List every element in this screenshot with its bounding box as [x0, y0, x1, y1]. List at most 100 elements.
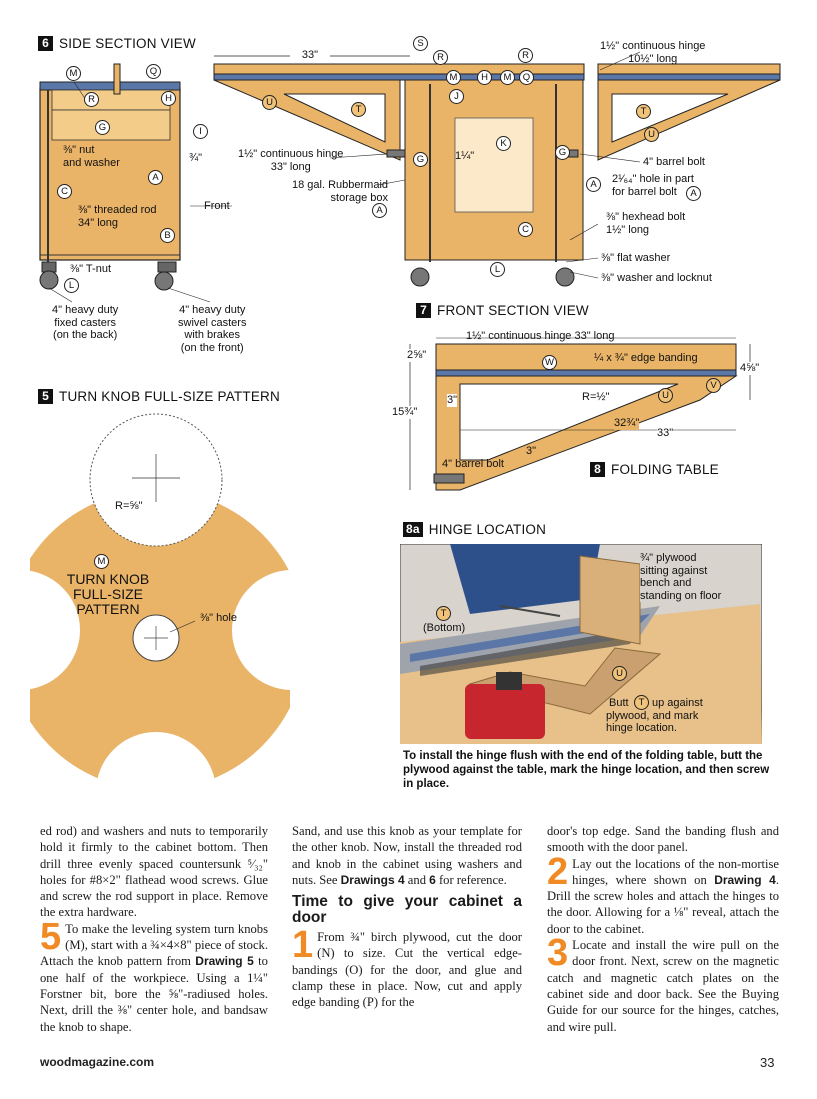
label-hole: ⅜" hole: [200, 612, 237, 624]
callout-G3: G: [555, 145, 570, 160]
callout-L2: L: [490, 262, 505, 277]
figure-number: 7: [416, 303, 431, 318]
awl: [499, 605, 561, 617]
dim-32-3-4: 32¾": [614, 417, 640, 430]
figure-5-title: 5 TURN KNOB FULL-SIZE PATTERN: [38, 389, 280, 404]
figure-8a-title: 8a HINGE LOCATION: [403, 522, 546, 537]
swivel-caster: [154, 271, 174, 291]
label-hexhead-bolt: ⅜" hexhead bolt 1½" long: [606, 211, 686, 236]
label-3-4: ¾": [189, 152, 203, 164]
callout-A3: A: [586, 177, 601, 192]
figure-title-text: SIDE SECTION VIEW: [59, 36, 196, 51]
figure-7-title: 7 FRONT SECTION VIEW: [416, 303, 589, 318]
label-hole-barrel-bolt: 2¹⁄₆₄" hole in part for barrel bolt: [612, 173, 694, 198]
drawing-ref: Drawing 4: [714, 872, 776, 887]
callout-T3: T: [436, 606, 451, 621]
label-butt: Butt: [609, 697, 629, 709]
step-number: 1: [292, 924, 314, 967]
callout-C2: C: [518, 222, 533, 237]
page-number: 33: [760, 1055, 775, 1070]
callout-T: T: [351, 102, 366, 117]
dim-3-b: 3": [526, 445, 537, 457]
callout-S: S: [413, 36, 428, 51]
label-radius-knob: R=⅝": [115, 500, 143, 513]
figure-title-text: HINGE LOCATION: [428, 522, 547, 537]
figure-title-text: FRONT SECTION VIEW: [437, 303, 589, 318]
text-column-1: ed rod) and washers and nuts to temporar…: [40, 823, 268, 1035]
callout-I: I: [193, 124, 208, 139]
callout-V: V: [706, 378, 721, 393]
step-number: 2: [547, 850, 569, 893]
figure-number: 5: [38, 389, 53, 404]
drawing-ref: Drawing 5: [195, 954, 254, 969]
callout-T2: T: [636, 104, 651, 119]
paragraph: ed rod) and washers and nuts to temporar…: [40, 824, 268, 920]
pattern-text: TURN KNOB FULL-SIZE PATTERN: [66, 571, 150, 617]
label-bottom: (Bottom): [423, 622, 466, 634]
callout-R2: R: [433, 50, 448, 65]
callout-C: C: [57, 184, 72, 199]
label-radius: R=½": [582, 391, 610, 403]
figure-title-text: TURN KNOB FULL-SIZE PATTERN: [59, 389, 280, 404]
hinge-caption: To install the hinge flush with the end …: [403, 750, 770, 790]
label-nut-washer: ⅜" nut and washer: [63, 144, 120, 169]
dim-15-3-4: 15¾": [392, 406, 418, 419]
figure-number: 8a: [403, 522, 423, 537]
label-barrel-bolt-front: 4" barrel bolt: [442, 458, 504, 470]
side-section-drawing: [39, 51, 781, 303]
label-flat-washer: ⅜" flat washer: [601, 252, 671, 264]
callout-A: A: [148, 170, 163, 185]
label-1-1-4: 1¼": [455, 150, 475, 162]
label-hinge-33-front: 1½" continuous hinge 33" long: [466, 330, 615, 342]
label-threaded-rod: ⅜" threaded rod 34" long: [78, 204, 157, 229]
callout-Q: Q: [146, 64, 161, 79]
label-storage-box: 18 gal. Rubbermaid storage box: [292, 179, 389, 204]
callout-R3: R: [518, 48, 533, 63]
label-butt-note: up against plywood, and mark hinge locat…: [606, 697, 703, 734]
paragraph: Sand, and use this knob as your template…: [292, 824, 522, 887]
label-front: Front: [204, 200, 230, 212]
footer-site: woodmagazine.com: [40, 1055, 155, 1069]
cabinet-top-blue: [39, 81, 181, 91]
callout-U2: U: [644, 127, 659, 142]
label-hinge-10-1-2: 1½" continuous hinge 10½" long: [600, 40, 706, 65]
label-fixed-casters: 4" heavy duty fixed casters (on the back…: [52, 304, 119, 341]
figure-title-text: FOLDING TABLE: [611, 462, 719, 477]
figure-8-title: 8 FOLDING TABLE: [590, 462, 719, 477]
callout-B: B: [160, 228, 175, 243]
drawing-ref: Drawings 4: [340, 872, 405, 887]
callout-M3: M: [500, 70, 515, 85]
callout-M: M: [66, 66, 81, 81]
table-top: [435, 343, 737, 371]
step-number: 5: [40, 915, 62, 958]
drill: [465, 684, 545, 739]
turn-knob-post: [113, 63, 121, 95]
callout-U4: U: [612, 666, 627, 681]
front-section-drawing: [409, 337, 751, 491]
figure-6-title: 6 SIDE SECTION VIEW: [38, 36, 196, 51]
dim-33-front: 33": [657, 427, 674, 440]
text-column-2: Sand, and use this knob as your template…: [292, 823, 522, 1011]
step-number: 3: [547, 932, 569, 975]
figure-number: 6: [38, 36, 53, 51]
label-swivel-casters: 4" heavy duty swivel casters with brakes…: [178, 304, 247, 354]
callout-L: L: [64, 278, 79, 293]
label-plywood-note: ¾" plywood sitting against bench and sta…: [640, 552, 722, 602]
fixed-caster: [39, 270, 59, 290]
dim-33: 33": [290, 49, 330, 62]
label-edge-banding: ¼ x ¾" edge banding: [594, 352, 698, 364]
barrel-bolt: [433, 473, 465, 484]
callout-K: K: [496, 136, 511, 151]
callout-R: R: [84, 92, 99, 107]
section-heading: Time to give your cabinet a door: [292, 893, 522, 926]
callout-A4: A: [686, 186, 701, 201]
person-jeans: [450, 544, 600, 614]
callout-M-knob: M: [94, 554, 109, 569]
plywood: [579, 555, 641, 645]
callout-W: W: [542, 355, 557, 370]
callout-M2: M: [446, 70, 461, 85]
callout-T4: T: [634, 695, 649, 710]
